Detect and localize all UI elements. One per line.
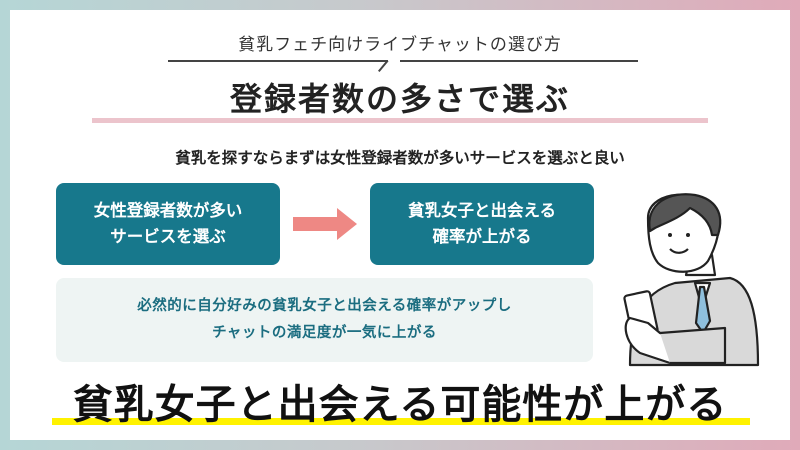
lead-text: 貧乳を探すならまずは女性登録者数が多いサービスを選ぶと良い (175, 149, 625, 167)
note-line-2: チャットの満足度が一気に上がる (212, 325, 437, 341)
note-box: 必然的に自分好みの貧乳女子と出会える確率がアップし チャットの満足度が一気に上が… (56, 278, 593, 362)
step-box-2: 貧乳女子と出会える 確率が上がる (370, 183, 594, 265)
subtitle: 貧乳フェチ向けライブチャットの選び方 (238, 35, 562, 55)
divider-left (168, 60, 388, 62)
step-1-line-2: サービスを選ぶ (110, 227, 226, 246)
note-line-1: 必然的に自分好みの貧乳女子と出会える確率がアップし (137, 298, 512, 314)
businessman-with-phone-illustration (623, 193, 760, 367)
title-underline (92, 118, 708, 123)
step-box-1: 女性登録者数が多い サービスを選ぶ (56, 183, 280, 265)
conclusion-highlight (52, 418, 750, 425)
right-arrow-icon (293, 208, 357, 240)
step-2-line-2: 確率が上がる (432, 227, 532, 246)
step-2-line-1: 貧乳女子と出会える (407, 201, 556, 220)
conclusion-text: 貧乳女子と出会える可能性が上がる (72, 382, 728, 428)
divider-right (400, 60, 638, 62)
step-1-line-1: 女性登録者数が多い (93, 201, 243, 220)
page-title: 登録者数の多さで選ぶ (229, 80, 570, 118)
